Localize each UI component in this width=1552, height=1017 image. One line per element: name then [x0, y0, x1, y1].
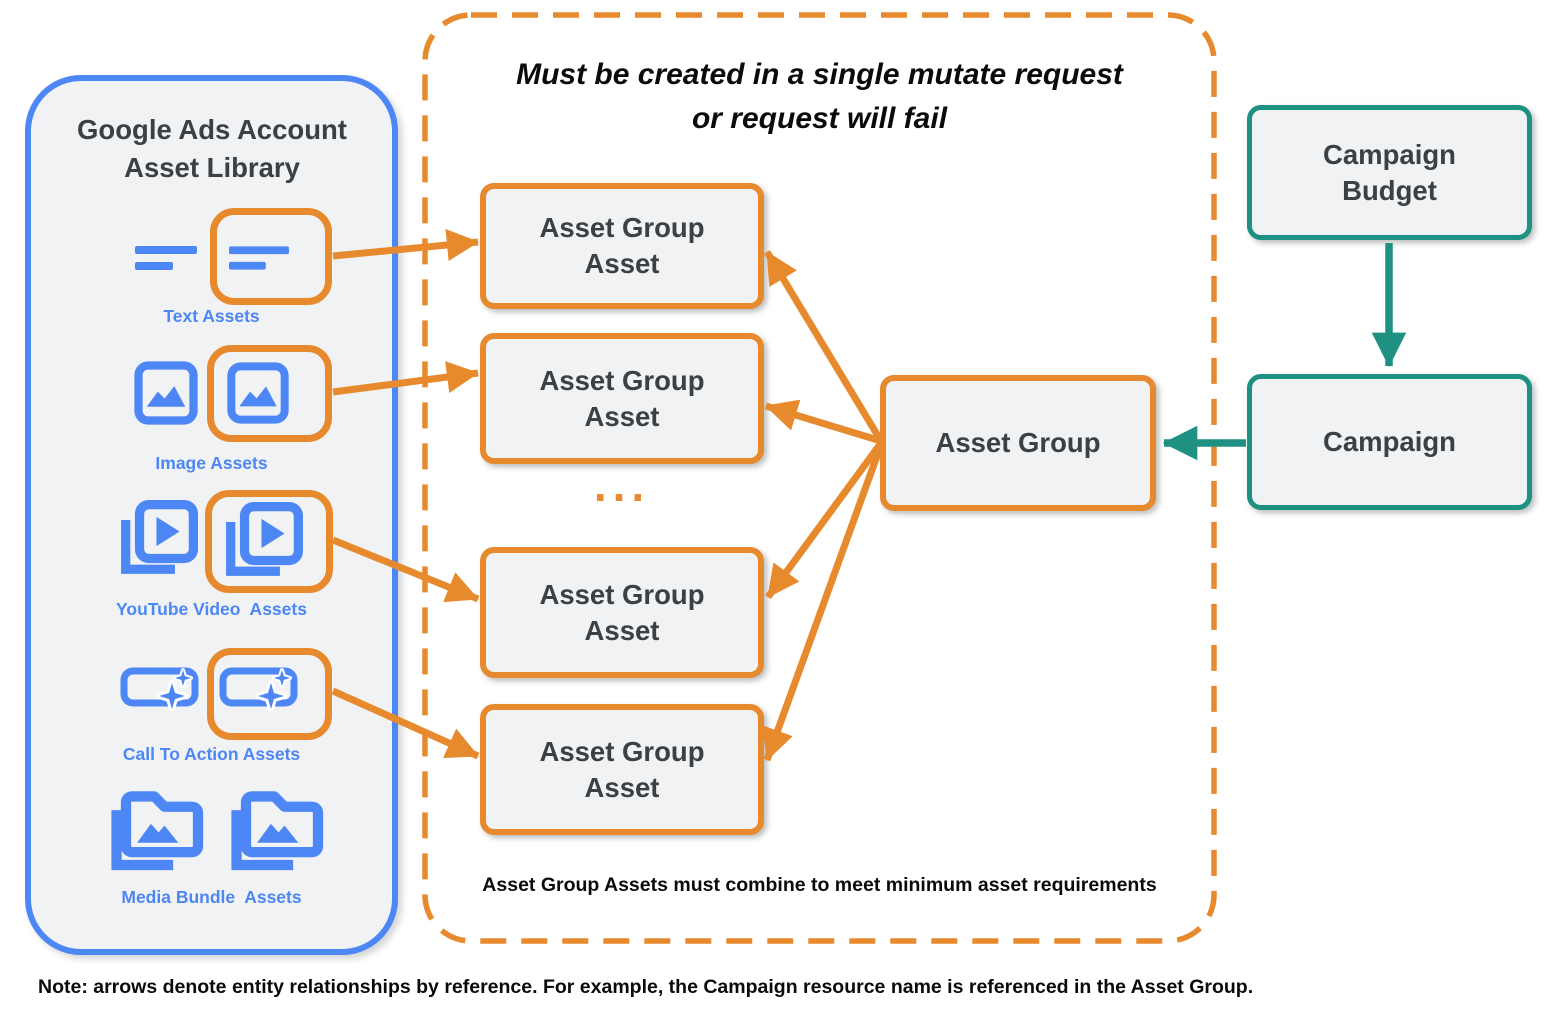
cta-sparkle-icon — [120, 667, 199, 711]
selected-cta-asset-highlight — [207, 648, 332, 740]
asset-group-asset-box-4: Asset Group Asset — [480, 704, 764, 835]
cta-sparkle-icon — [219, 667, 298, 711]
asset-requirements-footnote: Asset Group Assets must combine to meet … — [482, 874, 1157, 896]
asset-library-title: Google Ads Account Asset Library — [77, 114, 347, 183]
media-folder-icon — [231, 791, 324, 871]
video-play-icon — [121, 500, 198, 574]
campaign-budget-box: Campaign Budget — [1247, 105, 1532, 240]
media-folder-icon — [111, 791, 204, 871]
arrow-asset-group-to-box3 — [765, 440, 884, 600]
image-icon — [227, 362, 289, 424]
image-assets-label: Image Assets — [155, 453, 268, 473]
text-lines-icon — [135, 246, 197, 270]
call-to-action-assets-label: Call To Action Assets — [122, 744, 301, 764]
selected-video-asset-highlight — [205, 490, 333, 593]
asset-group-asset-box-1: Asset Group Asset — [480, 183, 764, 309]
asset-group-asset-box-2: Asset Group Asset — [480, 333, 764, 464]
campaign-box: Campaign — [1247, 374, 1532, 510]
arrow-asset-group-to-box2 — [764, 399, 883, 445]
asset-group-asset-box-3: Asset Group Asset — [480, 547, 764, 678]
video-play-icon — [226, 502, 303, 576]
text-assets-label: Text Assets — [163, 306, 260, 326]
youtube-video-assets-label: YouTube Video Assets — [116, 599, 307, 619]
image-icon — [134, 361, 198, 425]
asset-group-box: Asset Group — [880, 375, 1156, 511]
mutate-warning-line1: Must be created in a single mutate reque… — [516, 58, 1123, 91]
text-lines-icon — [229, 246, 289, 270]
arrow-asset-group-to-box1 — [764, 250, 884, 443]
reference-note: Note: arrows denote entity relationships… — [38, 976, 1254, 998]
more-assets-ellipsis: ... — [593, 459, 651, 511]
mutate-warning-line2: or request will fail — [691, 102, 948, 135]
selected-image-asset-highlight — [207, 345, 332, 442]
arrow-asset-group-to-box4 — [762, 443, 885, 762]
media-bundle-assets-label: Media Bundle Assets — [121, 887, 302, 907]
selected-text-asset-highlight — [210, 208, 332, 305]
